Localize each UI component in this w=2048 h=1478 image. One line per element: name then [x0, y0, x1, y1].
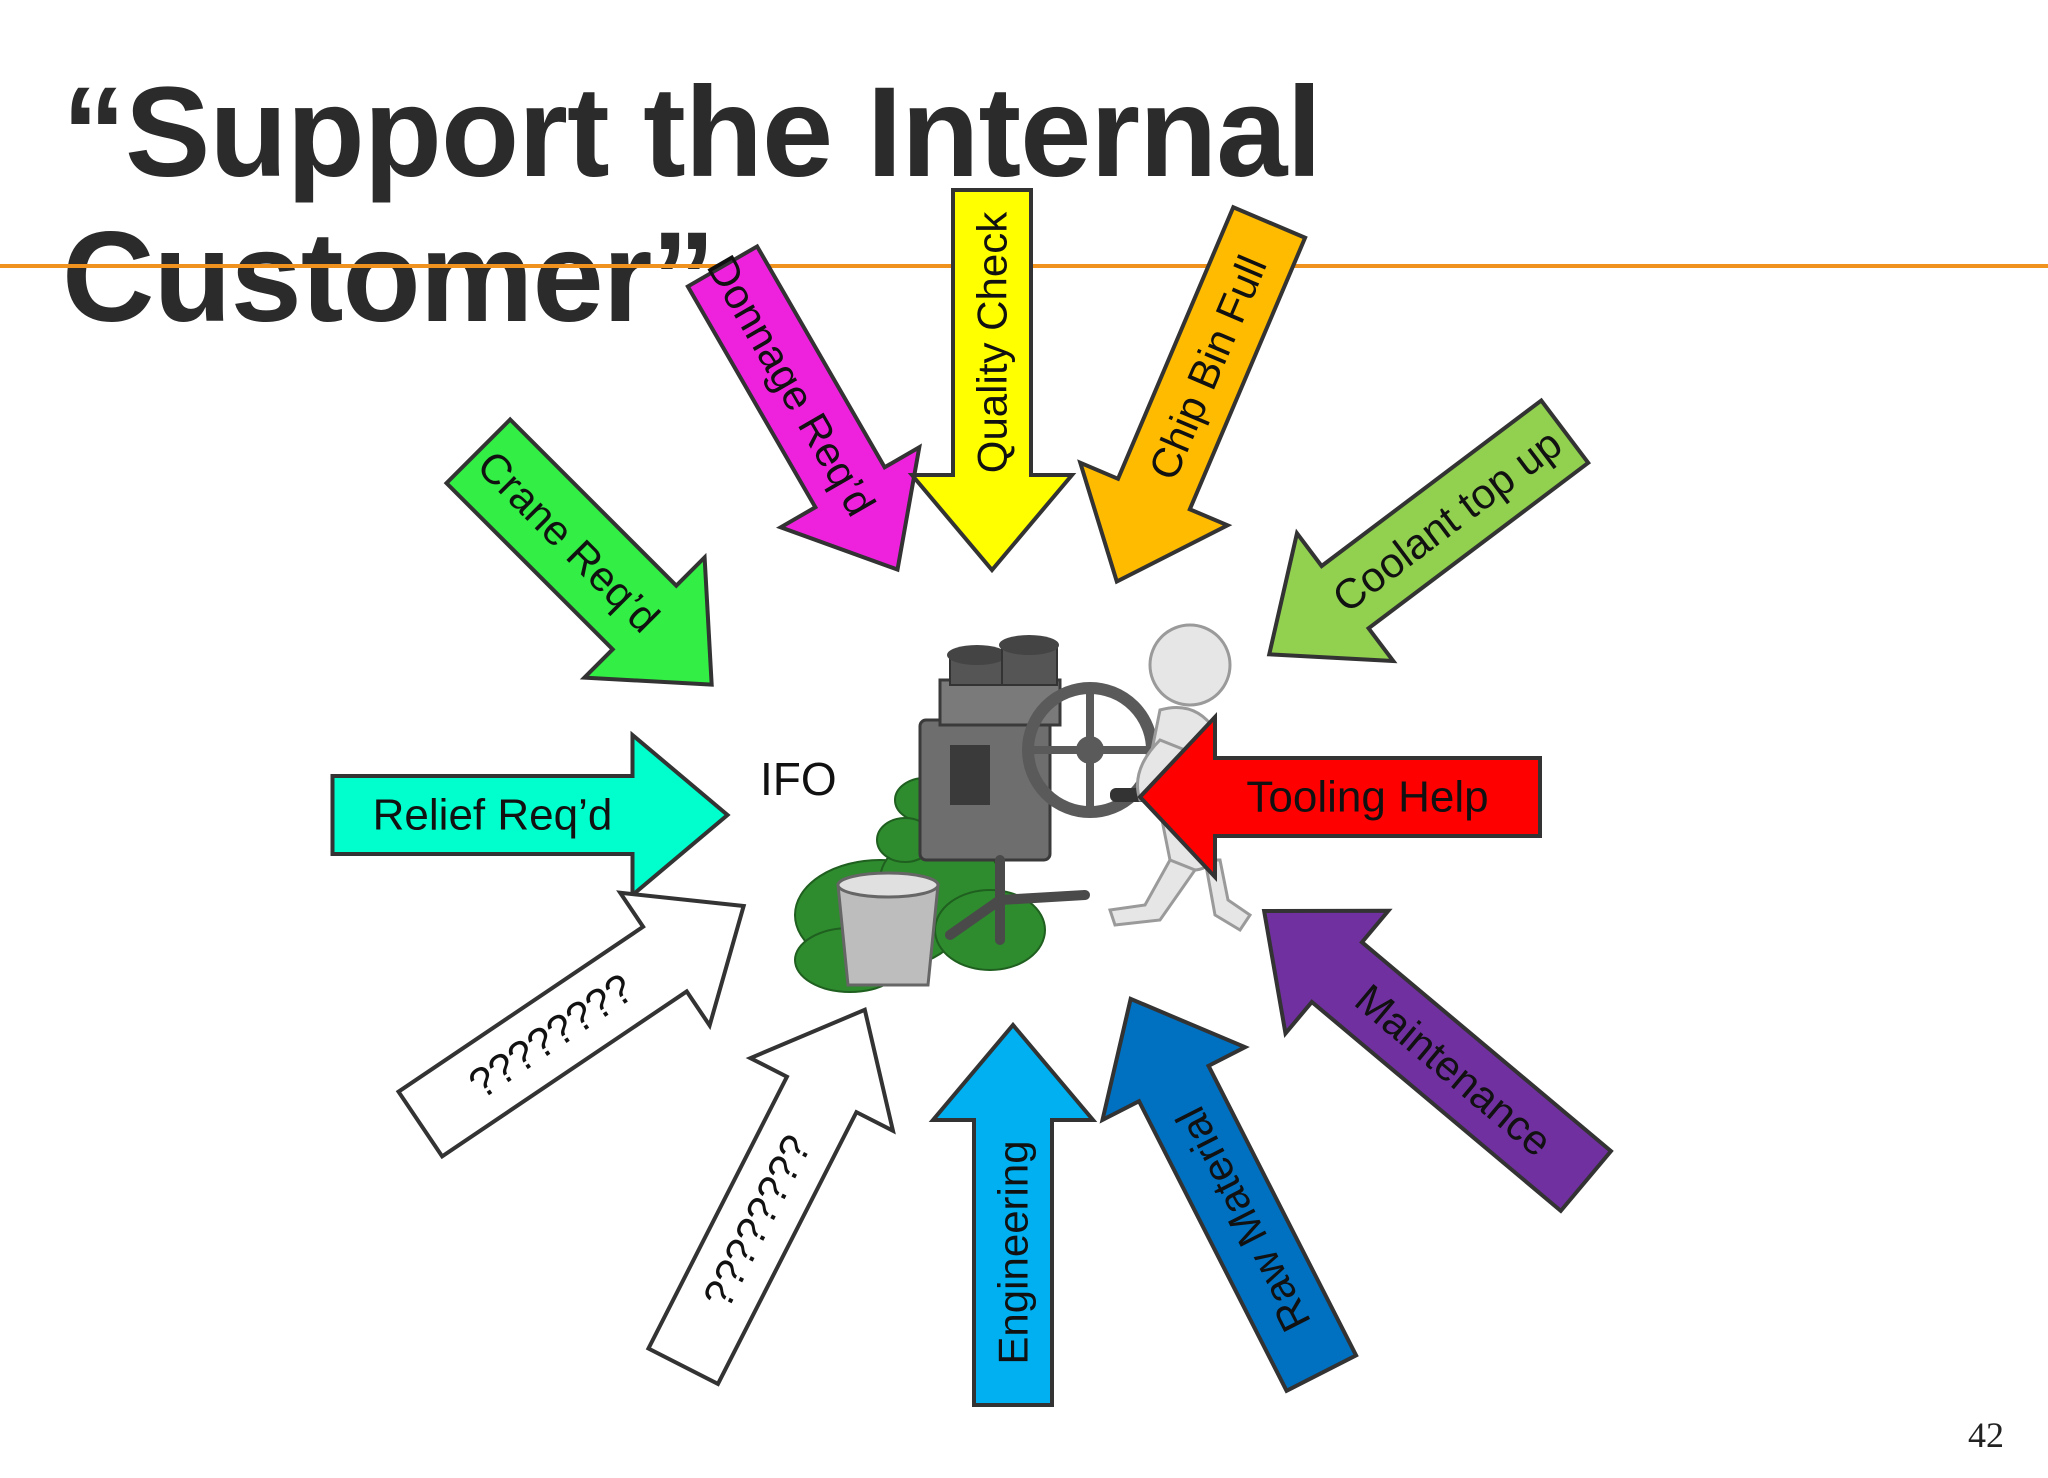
arrow-quality-check: Quality Check [907, 188, 1077, 574]
arrow-label-quality-check: Quality Check [969, 211, 1016, 473]
arrow-unknown-1: ???????? [395, 890, 747, 1160]
arrow-shape-donnage-reqd [685, 243, 923, 573]
arrow-shape-unknown-2 [645, 1007, 896, 1387]
arrow-shape-chip-bin-full [1077, 204, 1308, 585]
arrow-maintenance: Maintenance [1261, 908, 1614, 1214]
arrow-shape-tooling-help [1137, 711, 1542, 883]
arrow-coolant-top-up: Coolant top up [1266, 397, 1592, 664]
arrow-shape-engineering [928, 1021, 1098, 1407]
title-line-2: Customer” [62, 206, 715, 349]
arrow-crane-reqd: Crane Req’d [443, 416, 714, 687]
arrow-tooling-help: Tooling Help [1137, 711, 1542, 883]
arrow-relief-reqd: Relief Req’d [330, 730, 731, 900]
arrow-label-coolant-top-up: Coolant top up [1324, 419, 1570, 621]
arrow-label-donnage-reqd: Donnage Req’d [698, 247, 885, 523]
center-label: IFO [760, 753, 837, 805]
arrow-shape-relief-reqd [330, 730, 731, 900]
person-cranking-machine-icon [794, 623, 1253, 993]
arrow-shape-crane-reqd [443, 416, 714, 687]
arrow-shape-coolant-top-up [1266, 397, 1592, 664]
page-number: 42 [1968, 1415, 2004, 1455]
arrow-label-crane-reqd: Crane Req’d [468, 441, 668, 641]
arrow-label-engineering: Engineering [990, 1140, 1037, 1364]
arrow-shape-unknown-1 [395, 890, 747, 1160]
arrow-shape-maintenance [1261, 908, 1614, 1214]
arrow-engineering: Engineering [928, 1021, 1098, 1407]
arrow-shape-raw-material [1099, 996, 1359, 1394]
arrow-shape-quality-check [907, 188, 1077, 574]
slide-title: “Support the Internal Customer” [62, 60, 1322, 350]
arrow-label-relief-reqd: Relief Req’d [373, 791, 613, 840]
title-line-1: “Support the Internal [62, 61, 1322, 204]
arrow-donnage-reqd: Donnage Req’d [685, 243, 923, 573]
arrow-label-maintenance: Maintenance [1347, 975, 1561, 1166]
arrow-label-tooling-help: Tooling Help [1246, 773, 1488, 822]
arrow-unknown-2: ???????? [645, 1007, 896, 1387]
